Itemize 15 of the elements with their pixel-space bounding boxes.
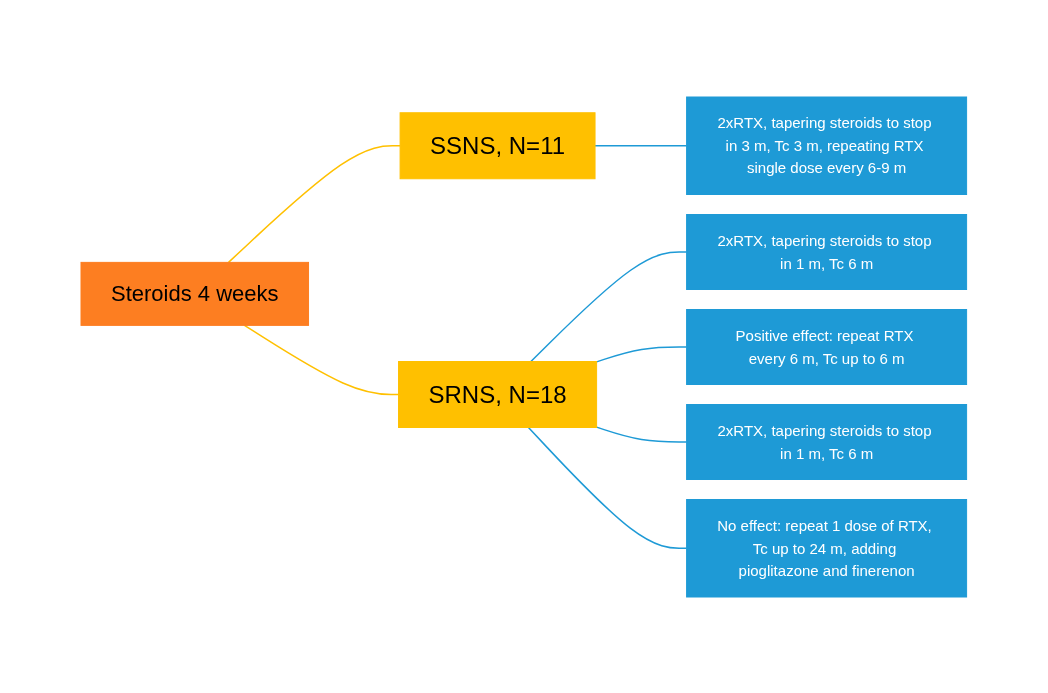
node-box: 2xRTX, tapering steroids to stop in 3 m, Tc 3 m, repeating RTX single dose every 6-9 m xyxy=(686,96,968,195)
connector xyxy=(530,250,688,362)
node-box: SSNS, N=11 xyxy=(399,111,596,179)
node-box: 2xRTX, tapering steroids to stop in 1 m, Tc 6 m xyxy=(686,403,968,480)
connector xyxy=(228,144,402,263)
connector xyxy=(594,144,688,146)
node-box: Steroids 4 weeks xyxy=(80,261,310,326)
node-box: No effect: repeat 1 dose of RTX, Tc up to 24 m, adding pioglitazone and finerenon xyxy=(686,498,968,597)
connector xyxy=(527,426,688,549)
connector xyxy=(243,324,400,395)
node-box: 2xRTX, tapering steroids to stop in 1 m, Tc 6 m xyxy=(686,213,968,290)
connector xyxy=(596,425,688,443)
connector xyxy=(596,345,688,363)
node-box: SRNS, N=18 xyxy=(398,360,598,428)
node-box: Positive effect: repeat RTX every 6 m, Tc up to 6 m xyxy=(686,308,968,385)
